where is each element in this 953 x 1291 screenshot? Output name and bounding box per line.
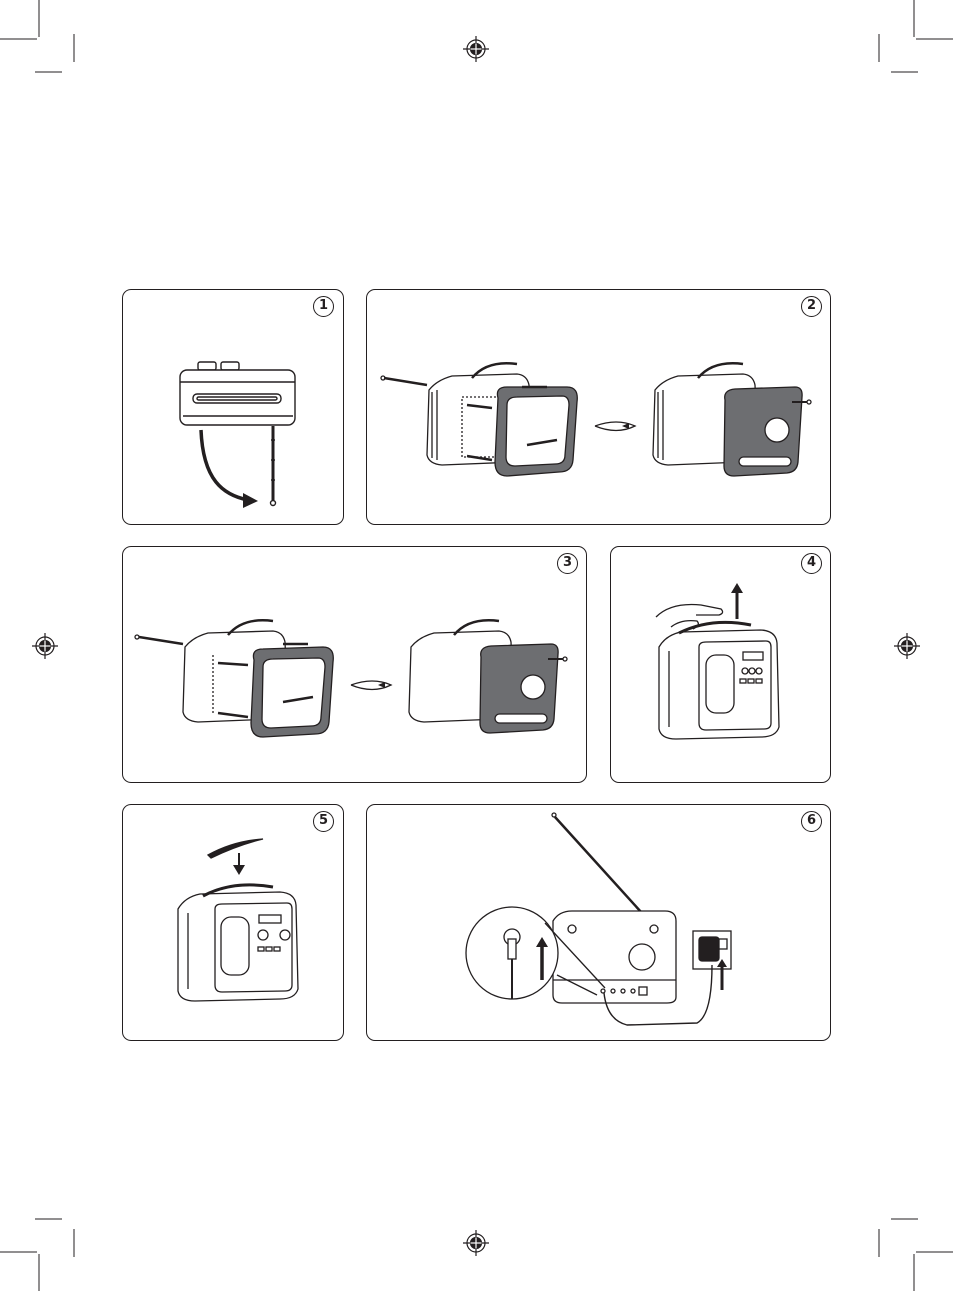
step-panel-5: 5	[122, 804, 344, 1041]
lift-handle-illustration	[611, 547, 832, 784]
rotate-icon	[622, 423, 629, 429]
step-number-badge: 5	[313, 811, 334, 832]
step-panel-3: 3	[122, 546, 587, 783]
step-panel-1: 1	[122, 289, 344, 525]
step-number-badge: 4	[801, 553, 822, 574]
rotate-icon	[378, 682, 385, 688]
step-panel-2: 2	[366, 289, 831, 525]
arrow-icon	[243, 493, 258, 508]
step-number-badge: 3	[557, 553, 578, 574]
fold-handle-illustration	[123, 805, 345, 1042]
antenna-extend-illustration	[123, 290, 345, 526]
arrow-icon	[731, 583, 743, 593]
step-number-badge: 2	[801, 296, 822, 317]
rear-panel-illustration	[367, 290, 832, 526]
step-number-badge: 6	[801, 811, 822, 832]
arrow-icon	[233, 865, 245, 875]
step-panel-6: 6	[366, 804, 831, 1041]
power-connect-illustration	[367, 805, 832, 1042]
step-number-badge: 1	[313, 296, 334, 317]
front-frame-illustration	[123, 547, 588, 784]
step-panel-4: 4	[610, 546, 831, 783]
